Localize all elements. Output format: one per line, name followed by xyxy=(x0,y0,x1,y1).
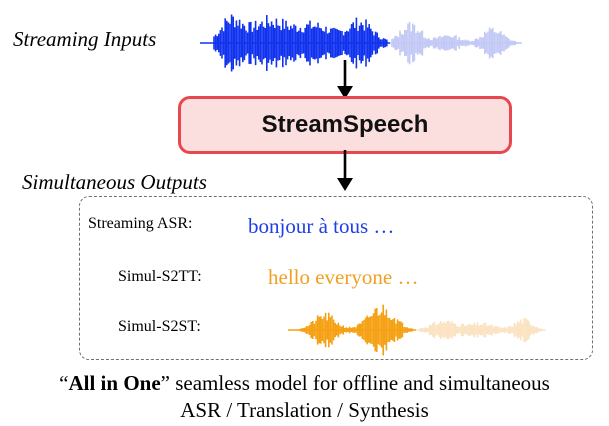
simul-s2tt-label: Simul-S2TT: xyxy=(118,268,202,285)
caption-line-2: ASR / Translation / Synthesis xyxy=(180,398,429,422)
arrow-down-icon xyxy=(337,150,353,191)
streaming-inputs-label: Streaming Inputs xyxy=(13,27,157,51)
caption-bold: All in One xyxy=(68,371,161,395)
streaming-asr-label: Streaming ASR: xyxy=(88,215,193,232)
output-waveform-icon xyxy=(288,304,546,356)
caption-rest: ” seamless model for offline and simulta… xyxy=(160,371,550,395)
caption: “All in One” seamless model for offline … xyxy=(0,370,609,424)
streaming-asr-output: bonjour à tous … xyxy=(248,214,395,238)
simul-s2tt-output: hello everyone … xyxy=(268,265,419,289)
streamspeech-model-box: StreamSpeech xyxy=(178,96,512,154)
arrow-down-icon xyxy=(337,60,353,99)
simultaneous-outputs-label: Simultaneous Outputs xyxy=(22,170,207,194)
outputs-box xyxy=(79,196,593,360)
caption-open-quote: “ xyxy=(59,371,69,395)
model-name: StreamSpeech xyxy=(261,111,429,138)
simul-s2st-label: Simul-S2ST: xyxy=(118,318,201,335)
input-waveform-icon xyxy=(200,14,522,72)
caption-line-1: “All in One” seamless model for offline … xyxy=(0,370,609,397)
